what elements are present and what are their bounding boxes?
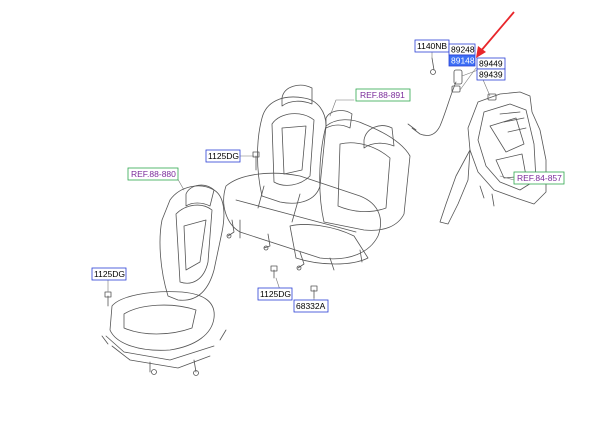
part-89449-label: 89449 (479, 59, 503, 69)
ref-88-880-label: REF.88-880 (131, 169, 176, 179)
highlight-arrow (476, 11, 515, 58)
part-89439-label: 89439 (479, 70, 503, 80)
nut-label: 1140NB (417, 41, 447, 51)
wire-harness (407, 57, 497, 136)
side-trim-panel (439, 91, 547, 225)
rear-seat (223, 84, 411, 271)
part-89248-label: 89248 (451, 45, 475, 55)
part-89148-label: 89148 (451, 56, 475, 66)
bolt-rear-label: 1125DG (208, 151, 239, 161)
bolts (104, 151, 318, 307)
callouts: REF.88-891 REF.88-880 REF.84-857 1125DG … (91, 39, 565, 313)
ref-88-891-label: REF.88-891 (360, 90, 405, 100)
clip-label: 68332A (296, 301, 326, 311)
bolt-front-label: 1125DG (94, 269, 125, 279)
ref-84-857-label: REF.84-857 (517, 173, 562, 183)
front-seat (101, 184, 227, 376)
bolt-lower-label: 1125DG (260, 289, 291, 299)
